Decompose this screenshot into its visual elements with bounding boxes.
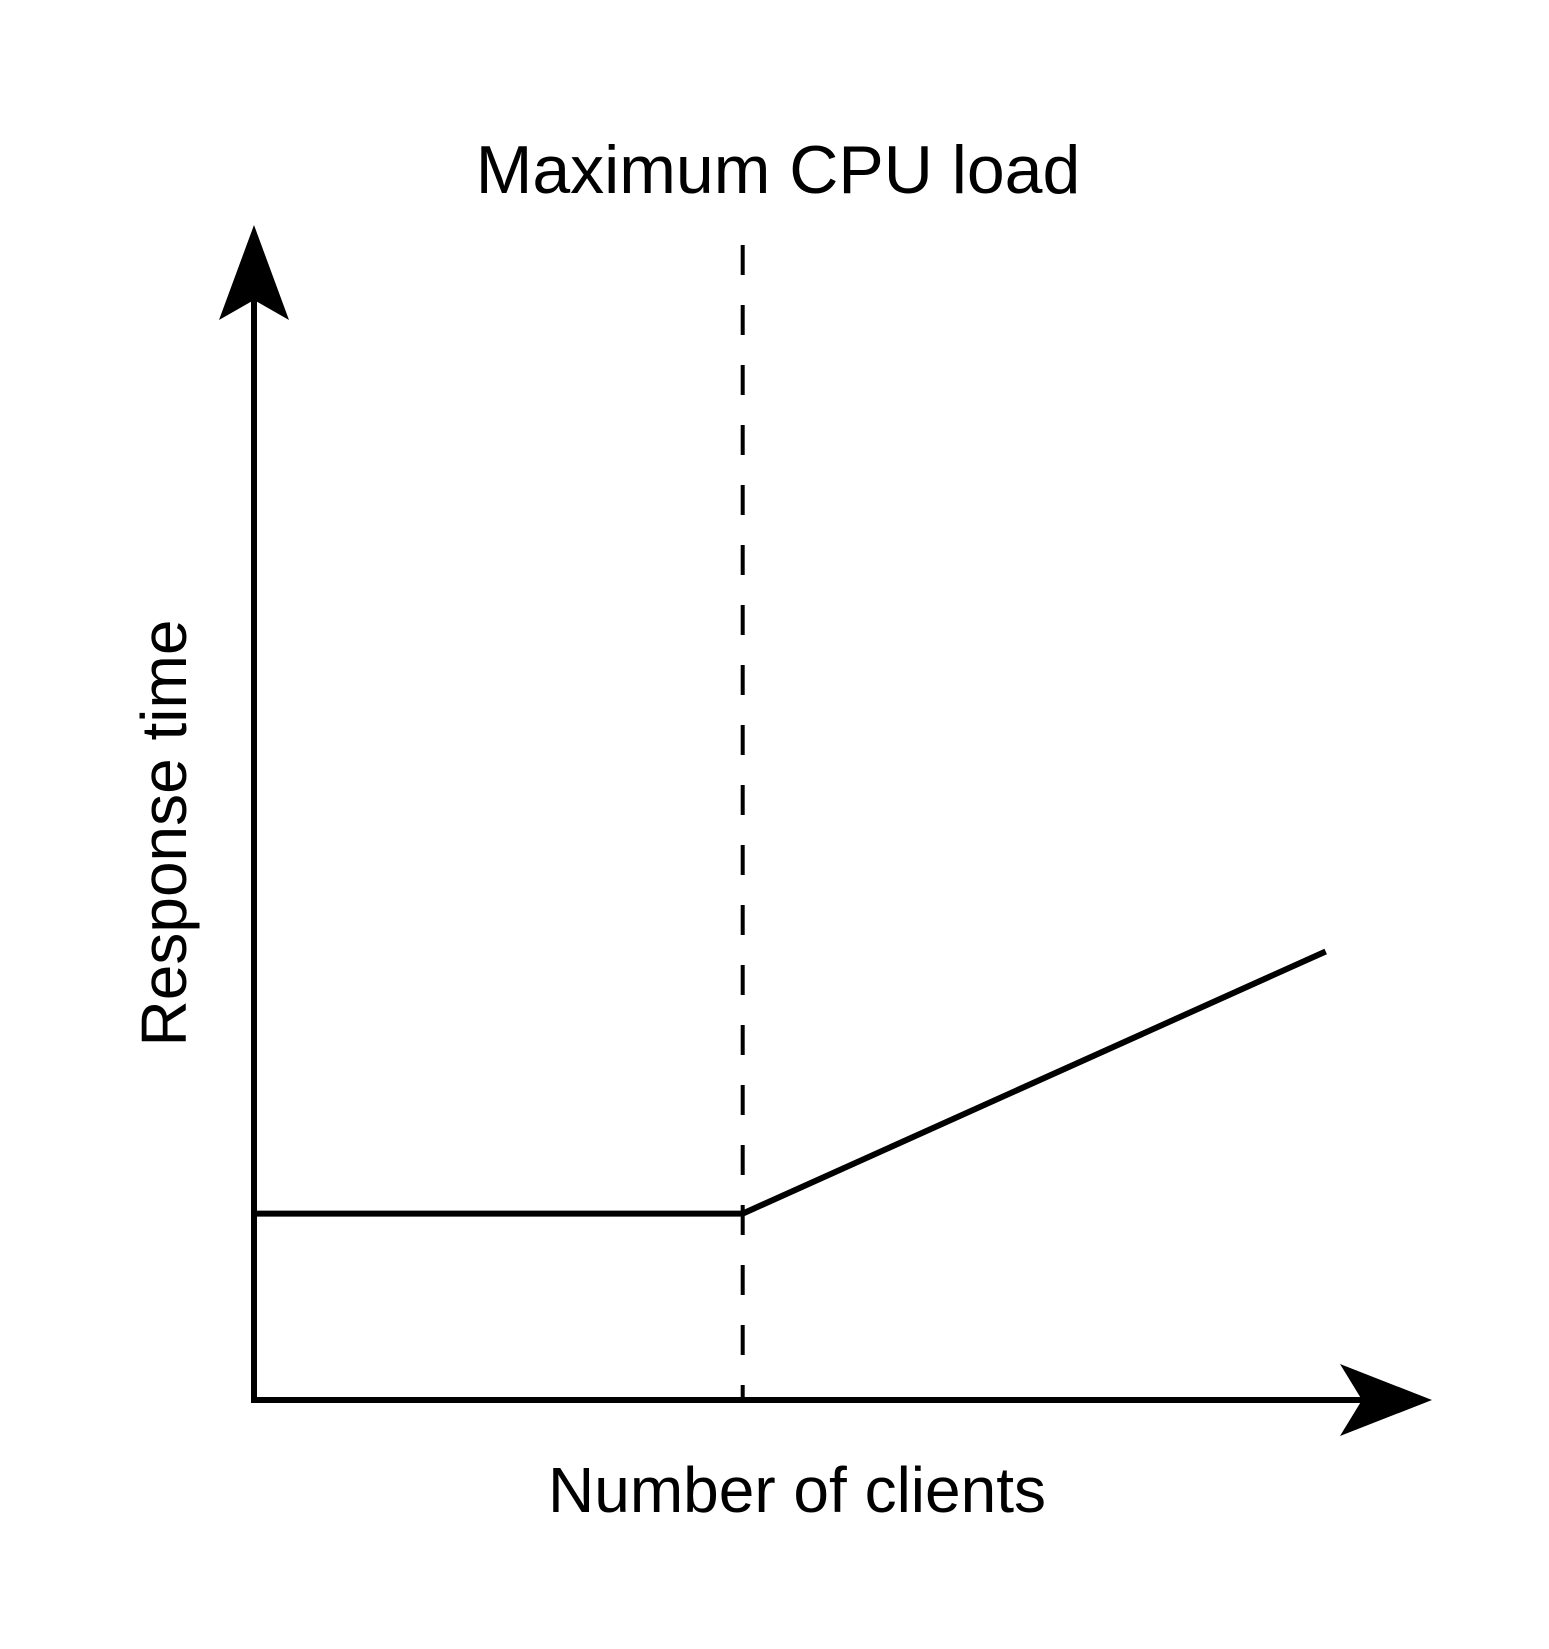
annotation-label: Maximum CPU load: [476, 132, 1081, 208]
y-axis-arrowhead: [219, 225, 289, 320]
x-axis-label: Number of clients: [548, 1454, 1046, 1526]
x-axis-arrowhead: [1340, 1364, 1432, 1436]
y-axis-label: Response time: [128, 620, 200, 1047]
response-time-line: [254, 948, 1327, 1217]
